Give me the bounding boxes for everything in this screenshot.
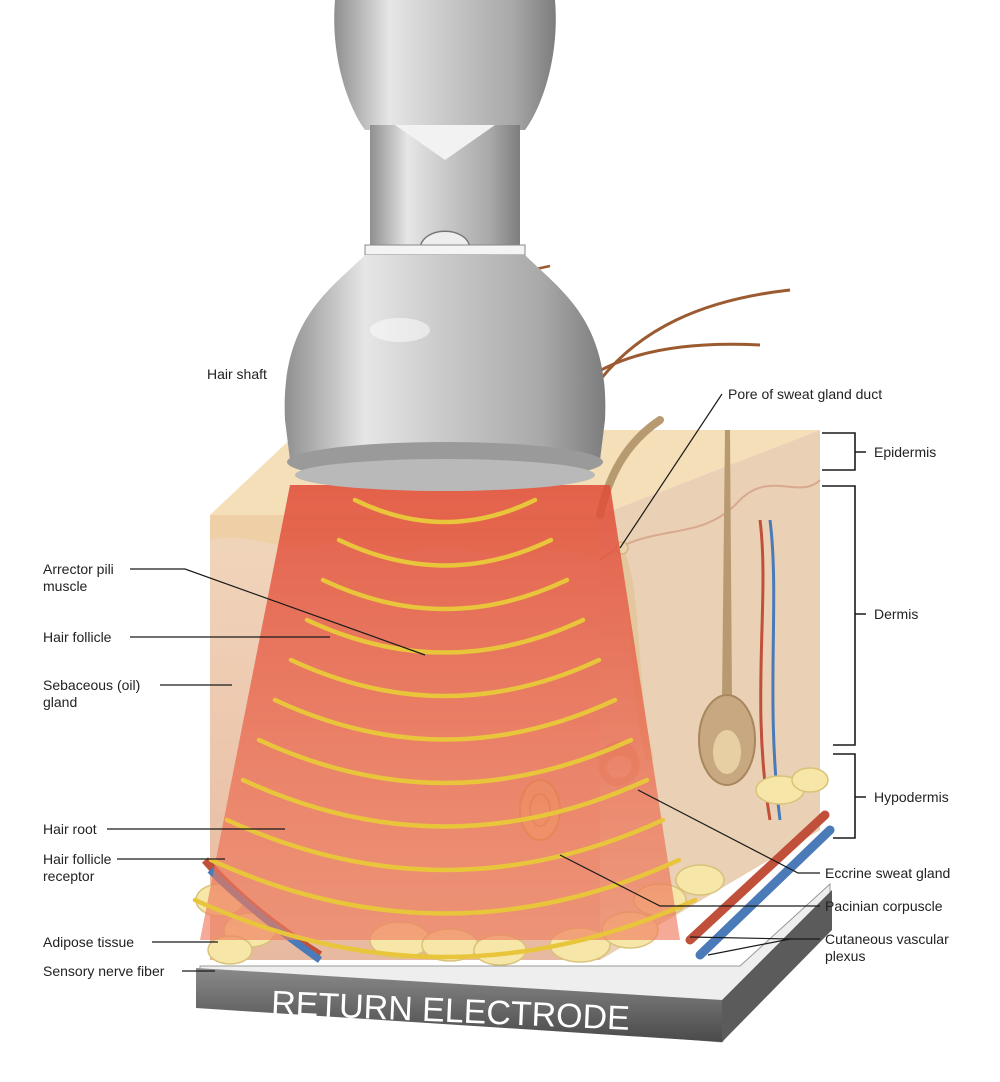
label-dermis: Dermis bbox=[874, 606, 918, 622]
leader-lines bbox=[107, 393, 820, 972]
label-sebaceous-gland: Sebaceous (oil) gland bbox=[43, 677, 144, 710]
energy-wave-arc bbox=[336, 537, 554, 568]
dermis-bracket bbox=[822, 485, 866, 746]
hypodermis-bracket bbox=[833, 753, 866, 839]
label-hair-root: Hair root bbox=[43, 821, 97, 837]
energy-waves bbox=[192, 497, 698, 960]
label-hair-shaft: Hair shaft bbox=[207, 366, 267, 382]
label-eccrine-sweat-gland: Eccrine sweat gland bbox=[825, 865, 950, 881]
label-hypodermis: Hypodermis bbox=[874, 789, 949, 805]
label-epidermis: Epidermis bbox=[874, 444, 936, 460]
layer-brackets bbox=[822, 432, 866, 839]
label-arrector-pili: Arrector pili muscle bbox=[43, 561, 118, 594]
left-labels: Hair shaft Arrector pili muscle Hair fol… bbox=[43, 366, 267, 979]
right-labels: Pore of sweat gland duct Eccrine sweat g… bbox=[728, 386, 953, 964]
label-cutaneous-vascular-plexus: Cutaneous vascular plexus bbox=[825, 931, 953, 964]
label-pacinian-corpuscle: Pacinian corpuscle bbox=[825, 898, 943, 914]
label-adipose-tissue: Adipose tissue bbox=[43, 934, 134, 950]
energy-beam bbox=[200, 485, 680, 940]
label-sensory-nerve-fiber: Sensory nerve fiber bbox=[43, 963, 165, 979]
epidermis-bracket bbox=[822, 432, 866, 471]
label-pore-sweat-duct: Pore of sweat gland duct bbox=[728, 386, 882, 402]
label-hair-follicle-receptor: Hair follicle receptor bbox=[43, 851, 115, 884]
energy-wave-arc bbox=[288, 657, 602, 699]
energy-wave-arc bbox=[224, 817, 666, 873]
energy-wave-arc bbox=[272, 697, 618, 742]
return-electrode bbox=[196, 882, 832, 1043]
energy-wave-arc bbox=[192, 897, 698, 960]
energy-wave-arc bbox=[256, 737, 634, 786]
energy-wave-arc bbox=[320, 577, 570, 612]
energy-wave-arc bbox=[208, 857, 682, 916]
handpiece bbox=[284, 0, 606, 491]
energy-wave-arc bbox=[304, 617, 586, 655]
energy-wave-arc bbox=[352, 497, 538, 525]
energy-wave-arc bbox=[240, 777, 650, 829]
label-hair-follicle: Hair follicle bbox=[43, 629, 112, 645]
